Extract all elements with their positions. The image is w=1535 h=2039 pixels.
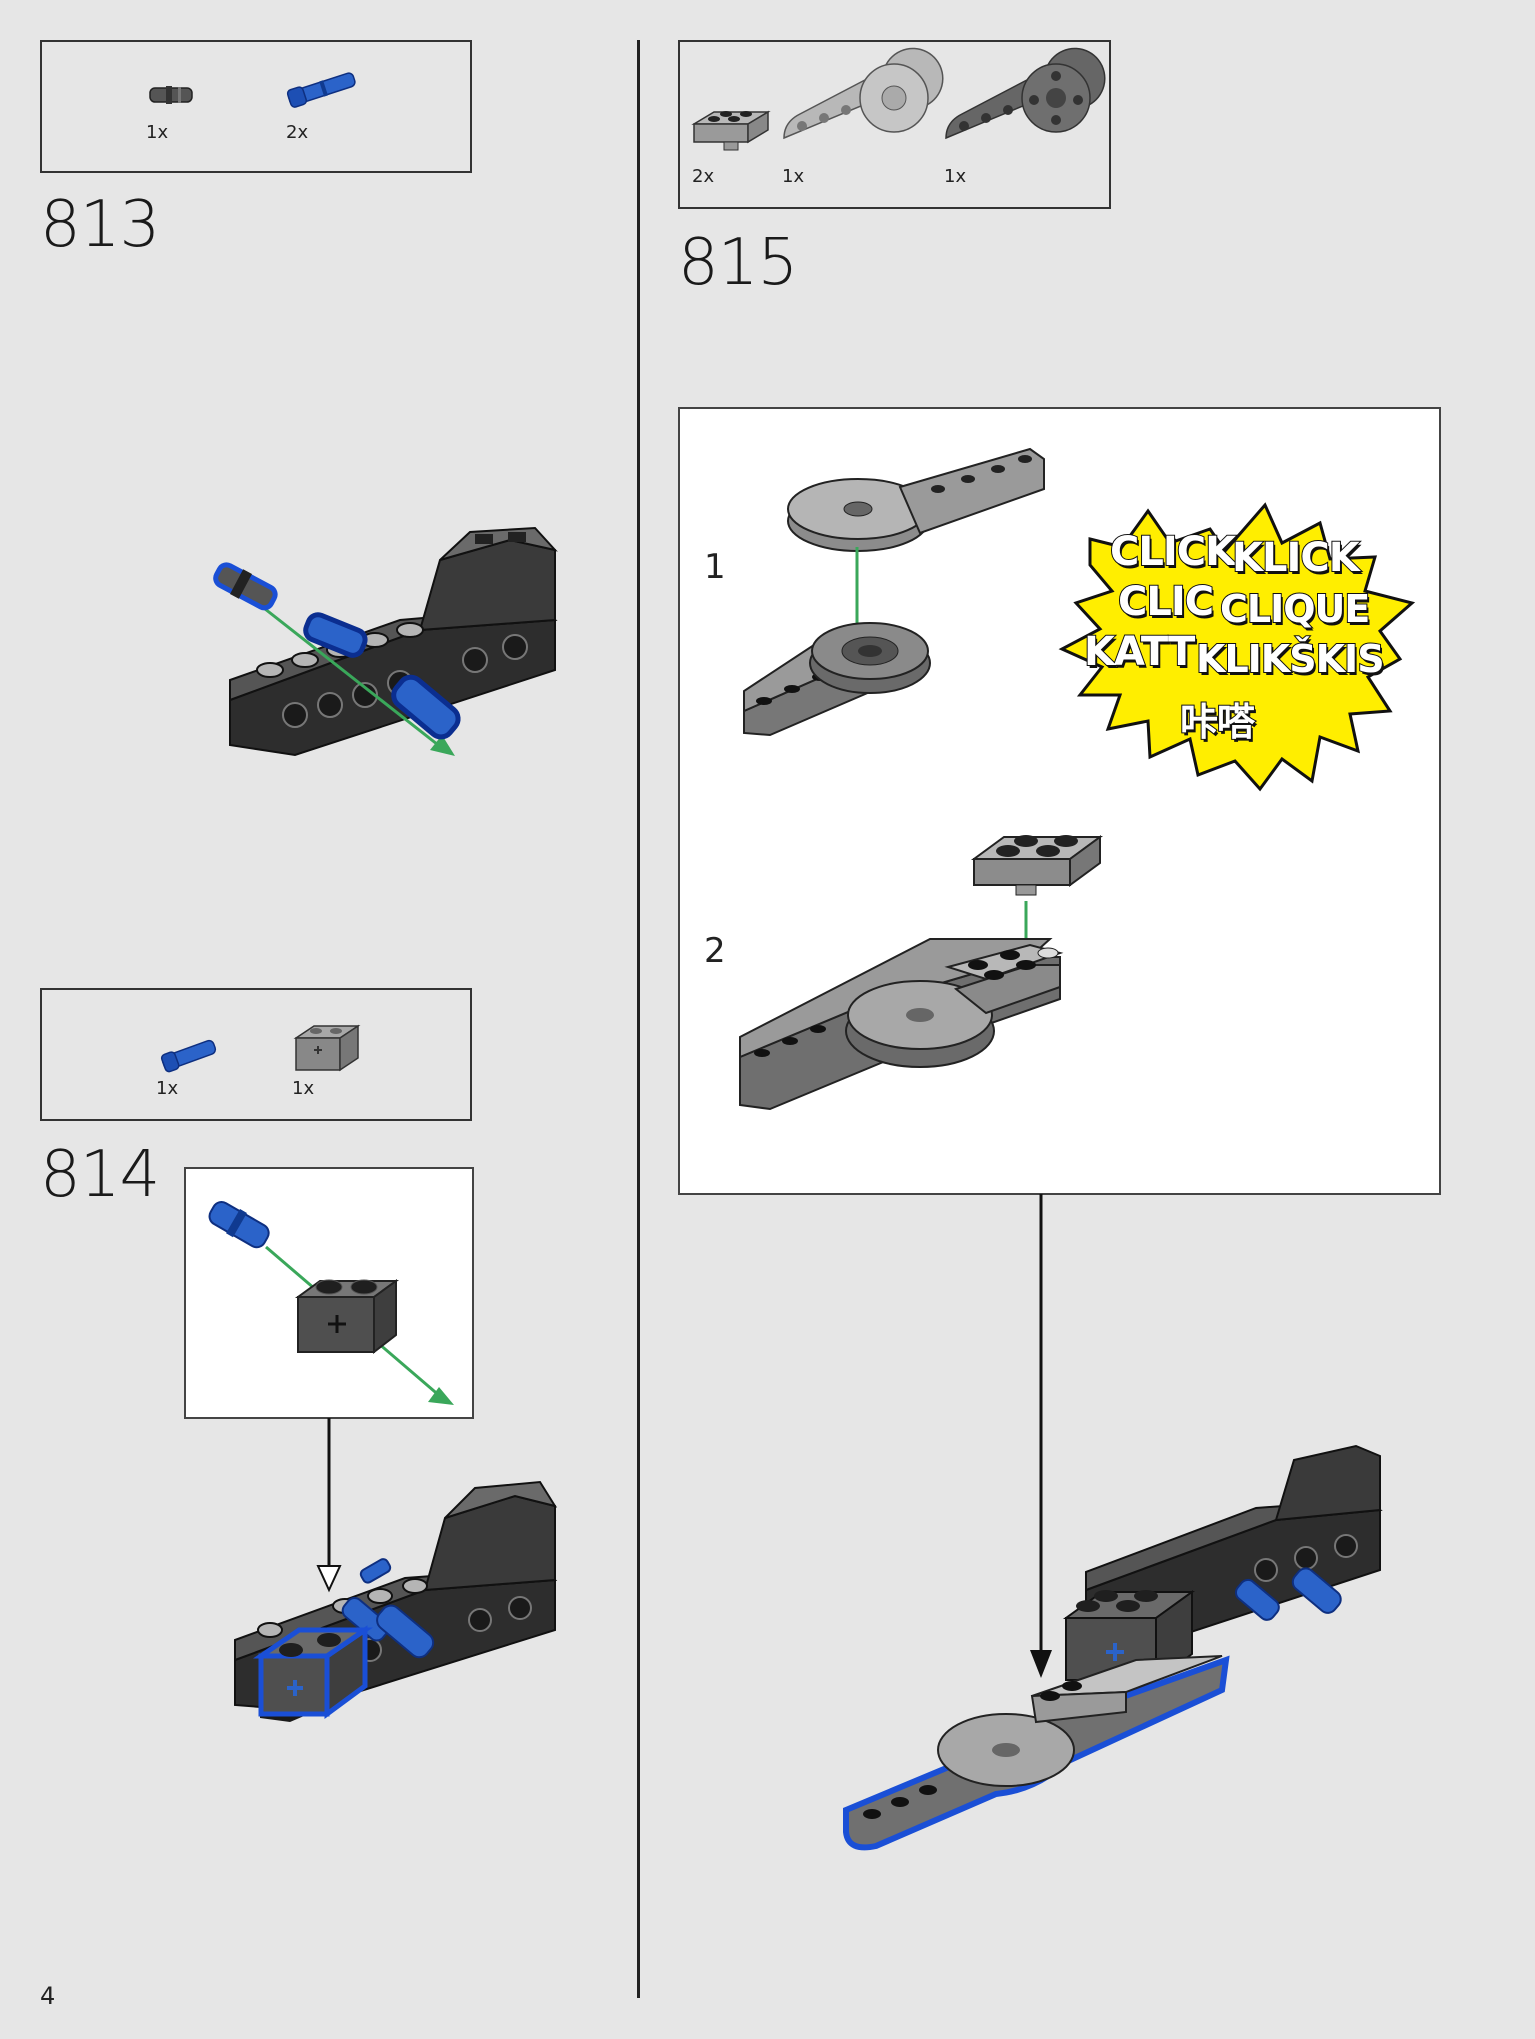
step-815-model: [843, 1444, 1383, 1851]
dark-rotation-arm-icon: [945, 47, 1106, 140]
substep-2-label: 2: [704, 931, 726, 971]
click-burst-shape: [1058, 502, 1416, 792]
click-word-en: CLICK: [1109, 528, 1237, 576]
blue-axle-pin-icon: [286, 72, 356, 108]
part-qty: 1x: [146, 122, 169, 143]
callout-connector-815: [1030, 1194, 1052, 1678]
part-qty: 1x: [292, 1078, 315, 1099]
blue-axle-pin-icon: [160, 1039, 217, 1073]
parts-list-813: 1x 2x: [40, 40, 472, 173]
callout-815: 1 2 CLICK KLICK CLIC CLIQUE KATT KLIKŠKI…: [678, 407, 1441, 1195]
step-814-model: [234, 1480, 558, 1722]
column-divider: [637, 40, 640, 1998]
page-number: 4: [40, 1982, 56, 2010]
click-word-fr: CLIC: [1117, 578, 1215, 626]
click-word-no: KATT: [1083, 628, 1196, 676]
parts-list-815: 2x 1x 1x: [678, 40, 1111, 209]
substep-1-illustration: [743, 447, 1045, 737]
click-word-de: KLICK: [1231, 534, 1361, 582]
step-number-815: 815: [678, 226, 798, 300]
substep-2-illustration: [739, 835, 1104, 1111]
callout-814: [184, 1167, 474, 1419]
click-word-zh: 咔嗒: [1179, 699, 1256, 745]
dark-connector-pin-icon: [149, 86, 193, 104]
plate-2x2-icon: [691, 110, 771, 151]
step-813-model: [213, 526, 558, 757]
substep-1-label: 1: [704, 547, 726, 587]
part-qty: 1x: [944, 166, 967, 187]
parts-list-814: 1x 1x: [40, 988, 472, 1121]
callout-814-illustration: [208, 1201, 454, 1405]
click-word-lt: KLIKŠKIS: [1195, 636, 1386, 682]
part-qty: 1x: [782, 166, 805, 187]
click-word-fr2: CLIQUE: [1219, 586, 1371, 632]
step-number-814: 814: [40, 1138, 160, 1212]
part-qty: 2x: [286, 122, 309, 143]
callout-connector-814: [316, 1418, 342, 1593]
light-rotation-arm-icon: [783, 47, 944, 140]
part-qty: 1x: [156, 1078, 179, 1099]
step-number-813: 813: [40, 188, 160, 262]
part-qty: 2x: [692, 166, 715, 187]
technic-brick-axle-hole-icon: [293, 1024, 361, 1072]
